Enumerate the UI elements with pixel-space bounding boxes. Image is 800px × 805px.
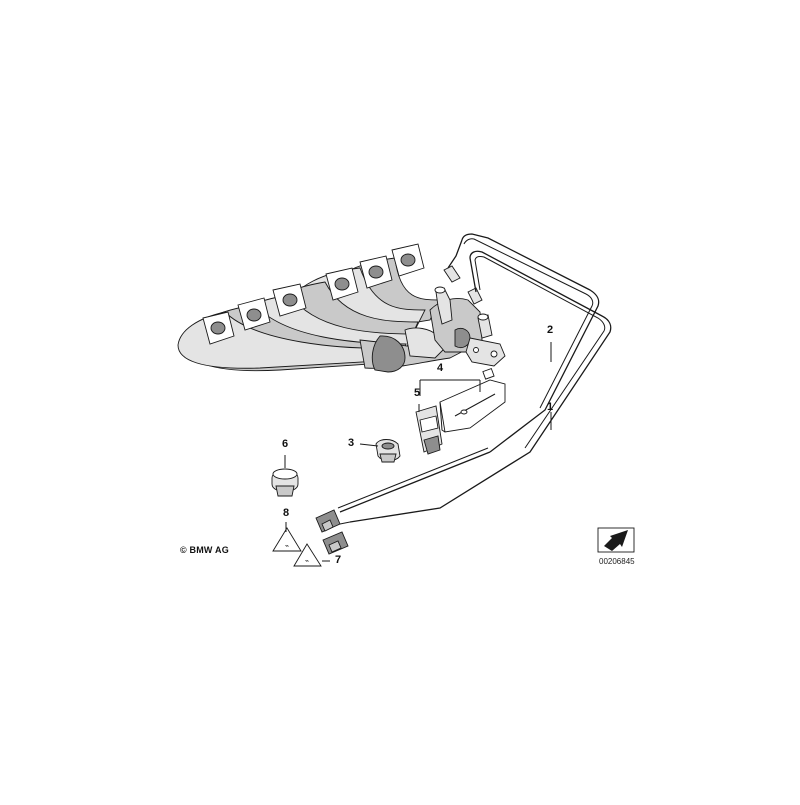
callout-3: 3 [348,437,355,449]
cable-connectors [315,509,351,555]
copyright-label: © BMW AG [180,545,229,555]
warning-label-7: ⌁ [293,543,322,567]
arrow-icon [597,527,635,553]
callout-5: 5 [414,387,421,399]
svg-text:⌁: ⌁ [285,543,289,550]
callout-8: 8 [283,507,290,519]
manifold-flanges [202,243,425,345]
exhaust-manifold [177,243,506,373]
warning-label-8: ⌁ [272,527,302,552]
callout-1: 1 [547,401,554,413]
callout-4: 4 [437,362,444,374]
svg-text:⌁: ⌁ [305,558,309,565]
callout-6: 6 [282,438,289,450]
bracket [439,367,506,433]
document-number: 00206845 [599,557,635,566]
leader-lines [284,342,552,562]
grommet-clip [375,439,401,463]
callout-7: 7 [335,554,342,566]
rubber-grommet [271,468,299,497]
cable-clip [415,405,443,455]
oxygen-sensor-cables [337,233,612,523]
callout-2: 2 [547,324,554,336]
